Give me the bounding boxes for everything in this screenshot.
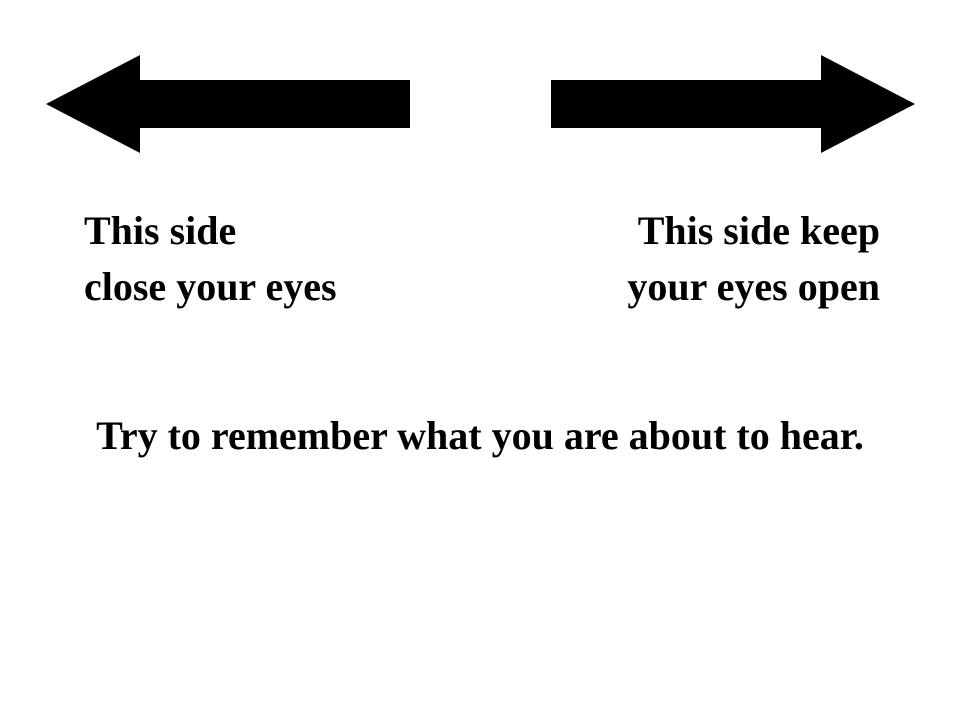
instruction-text: Try to remember what you are about to he… bbox=[96, 413, 864, 458]
left-side-label: This side close your eyes bbox=[84, 203, 337, 315]
right-side-label: This side keep your eyes open bbox=[627, 203, 880, 315]
left-label-line-1: This side bbox=[84, 208, 237, 253]
left-label-line-2: close your eyes bbox=[84, 264, 337, 309]
right-label-line-1: This side keep bbox=[637, 208, 880, 253]
arrow-right-icon bbox=[551, 55, 915, 153]
right-label-line-2: your eyes open bbox=[627, 264, 880, 309]
arrow-left-icon bbox=[46, 55, 410, 153]
